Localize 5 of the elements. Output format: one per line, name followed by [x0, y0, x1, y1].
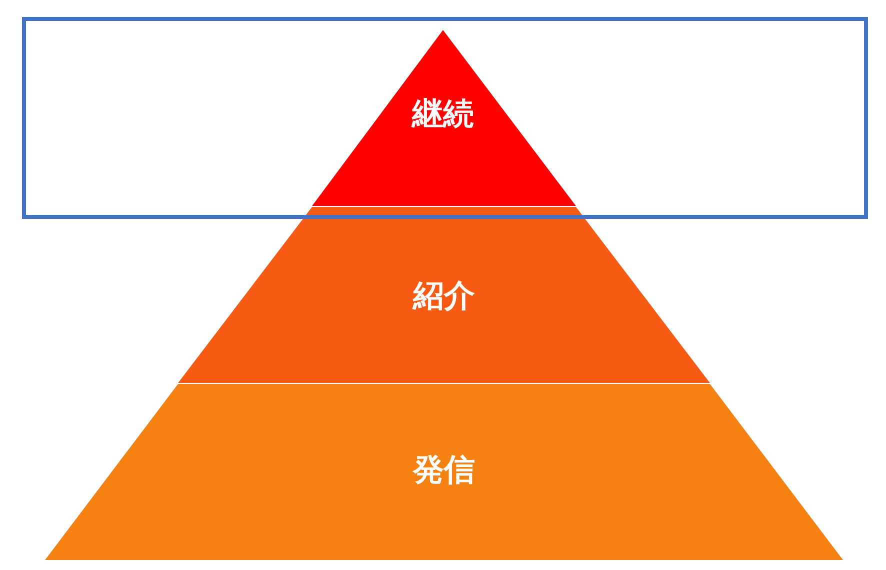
tier-label: 発信 — [413, 452, 475, 488]
tier-label: 紹介 — [413, 278, 475, 314]
tier-label: 継続 — [412, 96, 474, 132]
pyramid-tier — [178, 207, 710, 383]
pyramid-tier — [45, 384, 843, 560]
